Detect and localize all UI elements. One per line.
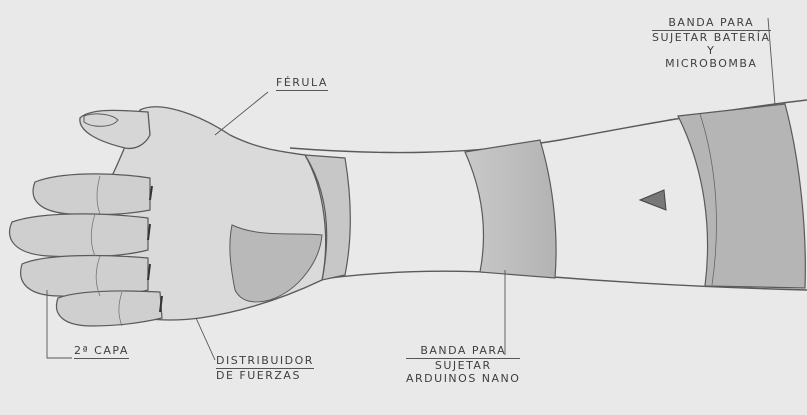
force-distributor-area [230,225,322,302]
second-layer-label: 2ª CAPA [74,344,129,359]
battery-band-line3: Y [652,44,771,57]
battery-band [678,104,805,288]
micropump-marker [640,190,666,210]
arduino-band-label: BANDA PARA SUJETAR ARDUINOS NANO [406,344,520,385]
ferula-leader [215,92,268,135]
middle-finger [10,214,148,257]
battery-band-line2: SUJETAR BATERÍA [652,31,771,44]
thumb [80,110,150,148]
index-finger [33,174,150,215]
arduino-band-line1: BANDA PARA [406,344,520,359]
ferula-label: FÉRULA [276,76,328,91]
arduino-band [465,140,556,278]
arduino-band-line2: SUJETAR [406,359,520,372]
distribuidor-leader [196,318,215,360]
force-distributor-line2: DE FUERZAS [216,369,314,382]
force-distributor-label: DISTRIBUIDOR DE FUERZAS [216,354,314,382]
battery-band-line1: BANDA PARA [652,16,771,31]
little-finger [56,291,162,326]
fingers [10,174,162,326]
battery-band-label: BANDA PARA SUJETAR BATERÍA Y MICROBOMBA [652,16,771,70]
arduino-band-line3: ARDUINOS NANO [406,372,520,385]
battery-band-line4: MICROBOMBA [652,57,771,70]
force-distributor-line1: DISTRIBUIDOR [216,354,314,369]
